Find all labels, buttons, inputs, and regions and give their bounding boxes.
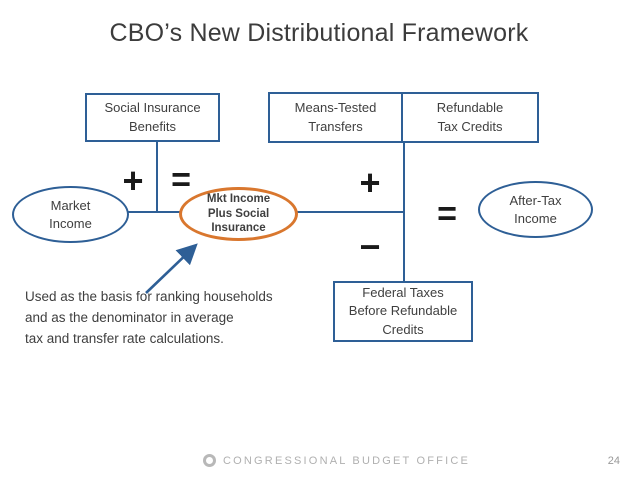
box-label: Federal Taxes Before Refundable Credits [348,285,458,337]
plus-operator-left: + [122,160,144,201]
connector-social-insurance-down [156,142,158,213]
ellipse-after-tax-income: After-Tax Income [478,181,593,238]
page-title: CBO’s New Distributional Framework [109,19,529,47]
ellipse-mkt-income-plus-social-insurance: Mkt Income Plus Social Insurance [179,187,298,241]
connector-transfers-down [403,143,405,283]
footer-org-name: CONGRESSIONAL BUDGET OFFICE [223,455,471,467]
cbo-logo-icon [203,454,216,467]
connector-market-to-mkt [128,211,181,213]
minus-operator: − [359,226,381,267]
box-label: Refundable Tax Credits [436,100,504,134]
box-label: Means-Tested Transfers [294,100,377,134]
plus-operator-right: + [359,162,381,203]
box-label: Social Insurance Benefits [104,100,201,134]
box-refundable-tax-credits: Refundable Tax Credits [401,92,539,143]
ellipse-label: After-Tax Income [509,192,562,226]
box-federal-taxes: Federal Taxes Before Refundable Credits [333,281,473,342]
annotation-text: Used as the basis for ranking households… [25,289,273,346]
equals-operator-right: = [437,195,457,233]
box-means-tested-transfers: Means-Tested Transfers [268,92,403,143]
ellipse-label: Market Income [49,197,92,231]
ellipse-market-income: Market Income [12,186,129,243]
page-number: 24 [607,455,620,467]
ellipse-label: Mkt Income Plus Social Insurance [206,192,271,235]
equals-operator-left: = [171,161,191,199]
annotation-arrow-icon [145,243,198,294]
connector-mkt-to-taxes [295,211,405,213]
footer: CONGRESSIONAL BUDGET OFFICE 24 [0,453,638,471]
box-social-insurance-benefits: Social Insurance Benefits [85,93,220,142]
